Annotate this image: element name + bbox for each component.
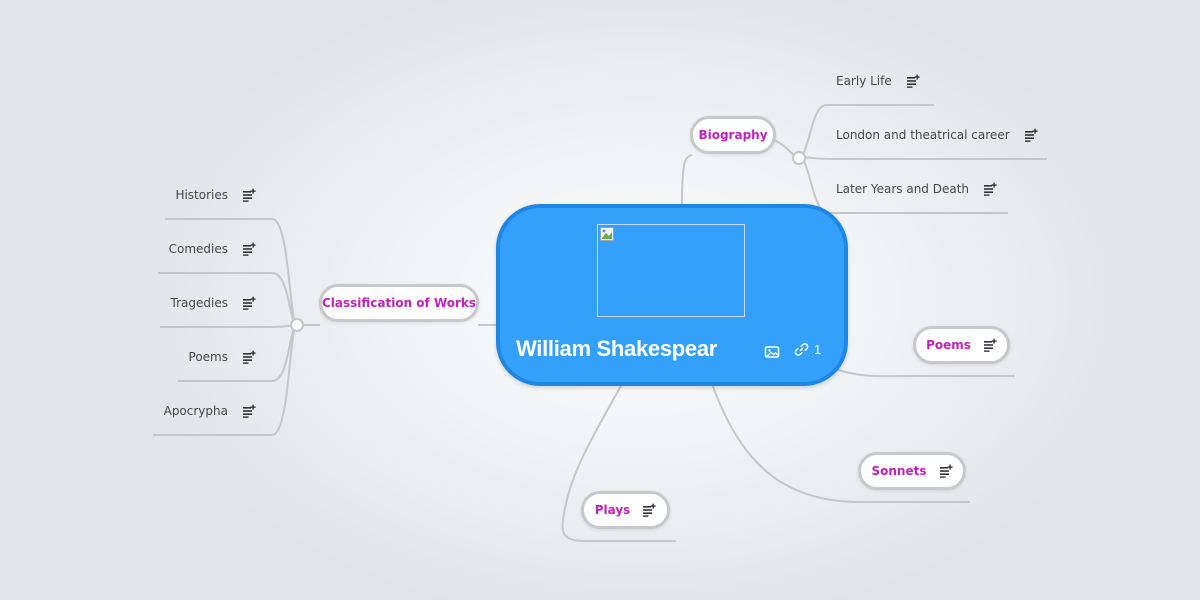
subtopic-label: Later Years and Death [836, 182, 970, 196]
subtopic-label: London and theatrical career [836, 128, 1010, 142]
note-add-icon[interactable] [983, 338, 997, 352]
connector-plays [561, 383, 676, 542]
topic-sonnets-label: Sonnets [871, 464, 927, 478]
link-count: 1 [814, 342, 822, 357]
subtopic-label: Comedies [168, 242, 228, 256]
topic-biography-label: Biography [698, 128, 768, 142]
image-icon[interactable] [764, 344, 780, 360]
note-add-icon[interactable] [242, 404, 256, 418]
note-add-icon[interactable] [906, 74, 920, 88]
subtopic-comedies[interactable]: Comedies [120, 239, 256, 259]
subtopic-apocrypha[interactable]: Apocrypha [120, 401, 256, 421]
note-add-icon[interactable] [242, 296, 256, 310]
subtopic-poems[interactable]: Poems [120, 347, 256, 367]
note-add-icon[interactable] [1024, 128, 1038, 142]
subtopic-early-life[interactable]: Early Life [836, 71, 920, 91]
connector-sonnets [711, 383, 970, 503]
connector-poems [831, 367, 1015, 378]
subtopic-label: Apocrypha [163, 404, 228, 418]
topic-poems-label: Poems [926, 338, 971, 352]
topic-classification-of-works[interactable]: Classification of Works [319, 284, 479, 322]
connector-london [798, 156, 1047, 160]
topic-sonnets[interactable]: Sonnets [858, 452, 966, 490]
note-add-icon[interactable] [242, 188, 256, 202]
subtopic-label: Tragedies [170, 296, 228, 310]
broken-image-icon [600, 227, 614, 241]
biography-junction-dot [792, 151, 806, 165]
connector-biography [681, 154, 693, 205]
subtopic-later-years-death[interactable]: Later Years and Death [836, 179, 997, 199]
link-icon [794, 343, 809, 356]
connector-tragedies [160, 324, 298, 328]
note-add-icon[interactable] [242, 350, 256, 364]
topic-plays[interactable]: Plays [581, 491, 670, 529]
note-add-icon[interactable] [983, 182, 997, 196]
topic-plays-label: Plays [594, 503, 631, 517]
central-link-indicator[interactable]: 1 [794, 342, 821, 357]
topic-poems[interactable]: Poems [913, 326, 1010, 364]
subtopic-tragedies[interactable]: Tragedies [120, 293, 256, 313]
topic-biography[interactable]: Biography [690, 116, 776, 154]
topic-classification-label: Classification of Works [321, 296, 477, 310]
note-add-icon[interactable] [642, 503, 656, 517]
subtopic-label: Early Life [836, 74, 892, 88]
subtopic-label: Histories [175, 188, 228, 202]
central-topic-title: William Shakespear [516, 336, 718, 361]
central-topic[interactable]: William Shakespear 1 [496, 204, 848, 386]
central-image-placeholder[interactable] [597, 224, 745, 317]
note-add-icon[interactable] [242, 242, 256, 256]
subtopic-label: Poems [188, 350, 228, 364]
subtopic-histories[interactable]: Histories [120, 185, 256, 205]
note-add-icon[interactable] [939, 464, 953, 478]
subtopic-london-theatrical-career[interactable]: London and theatrical career [836, 125, 1038, 145]
classification-junction-dot [290, 318, 304, 332]
